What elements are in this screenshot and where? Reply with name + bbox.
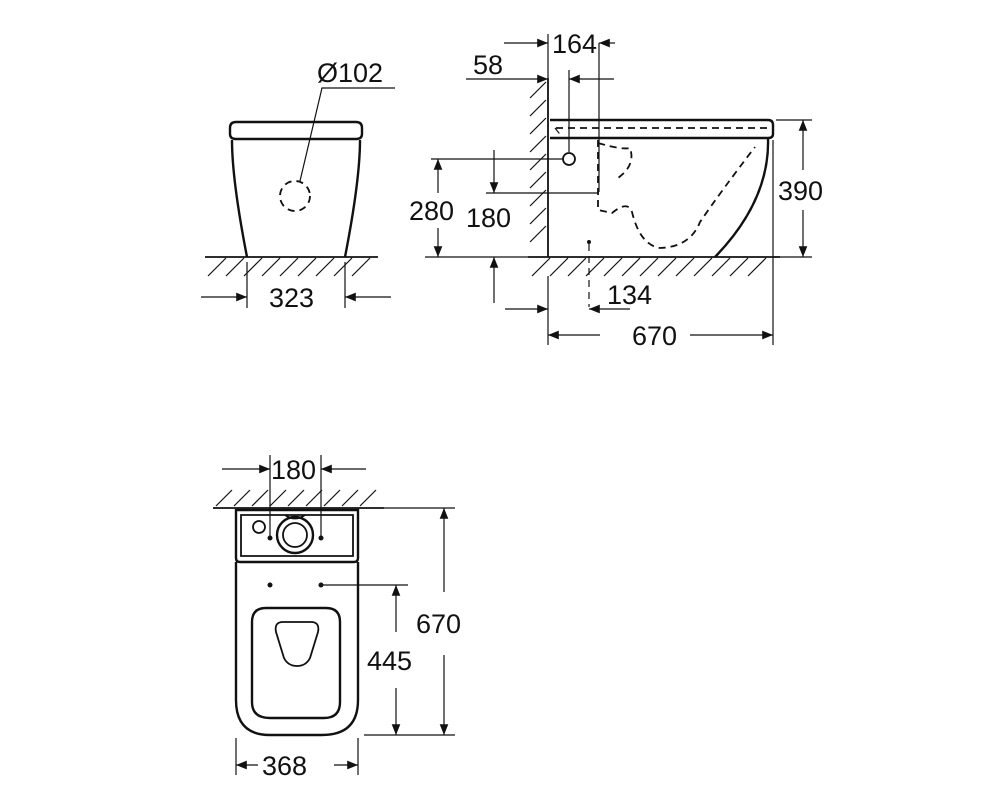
dim-390-label: 390: [778, 176, 823, 206]
tank-top: [234, 508, 360, 564]
floor-hatch-front: [207, 257, 371, 277]
outlet-dot: [587, 240, 591, 244]
inlet-circle-top: [252, 520, 266, 534]
front-view: Ø102 323: [201, 58, 395, 313]
flush-button-inner: [282, 522, 308, 548]
dim-134-label: 134: [607, 280, 652, 310]
top-view: 180 670 445 368: [213, 455, 461, 781]
dim-180-top-label: 180: [271, 455, 316, 485]
inlet-circle: [562, 152, 576, 166]
bowl-top: [234, 562, 360, 737]
seat-outline: [250, 606, 342, 720]
tank-lid: [228, 120, 364, 141]
wall-hatch-top: [215, 489, 377, 507]
dim-164-label: 164: [552, 29, 597, 59]
bowl-outer-side: [714, 137, 770, 258]
front-width-label: 323: [269, 283, 314, 313]
dim-445-label: 445: [367, 646, 412, 676]
dim-280-label: 280: [409, 196, 454, 226]
bowl-opening: [274, 621, 320, 667]
floor-hatch-side: [531, 257, 767, 277]
outlet-leader: [299, 87, 395, 182]
flush-button-outer: [275, 515, 315, 555]
outlet-diameter-label: Ø102: [317, 58, 383, 88]
outlet-circle: [279, 180, 311, 212]
bowl-trap: [597, 140, 756, 249]
dim-368-label: 368: [262, 751, 307, 781]
dim-670-top-label: 670: [416, 609, 461, 639]
dim-58-label: 58: [473, 50, 503, 80]
bowl-body-front: [230, 139, 362, 258]
wall-hatch: [529, 81, 547, 243]
side-view: 164 58 280 180 390 134 670: [409, 29, 823, 351]
side-lid: [550, 118, 775, 140]
dim-670-side-label: 670: [632, 321, 677, 351]
dim-180-side-label: 180: [466, 203, 511, 233]
